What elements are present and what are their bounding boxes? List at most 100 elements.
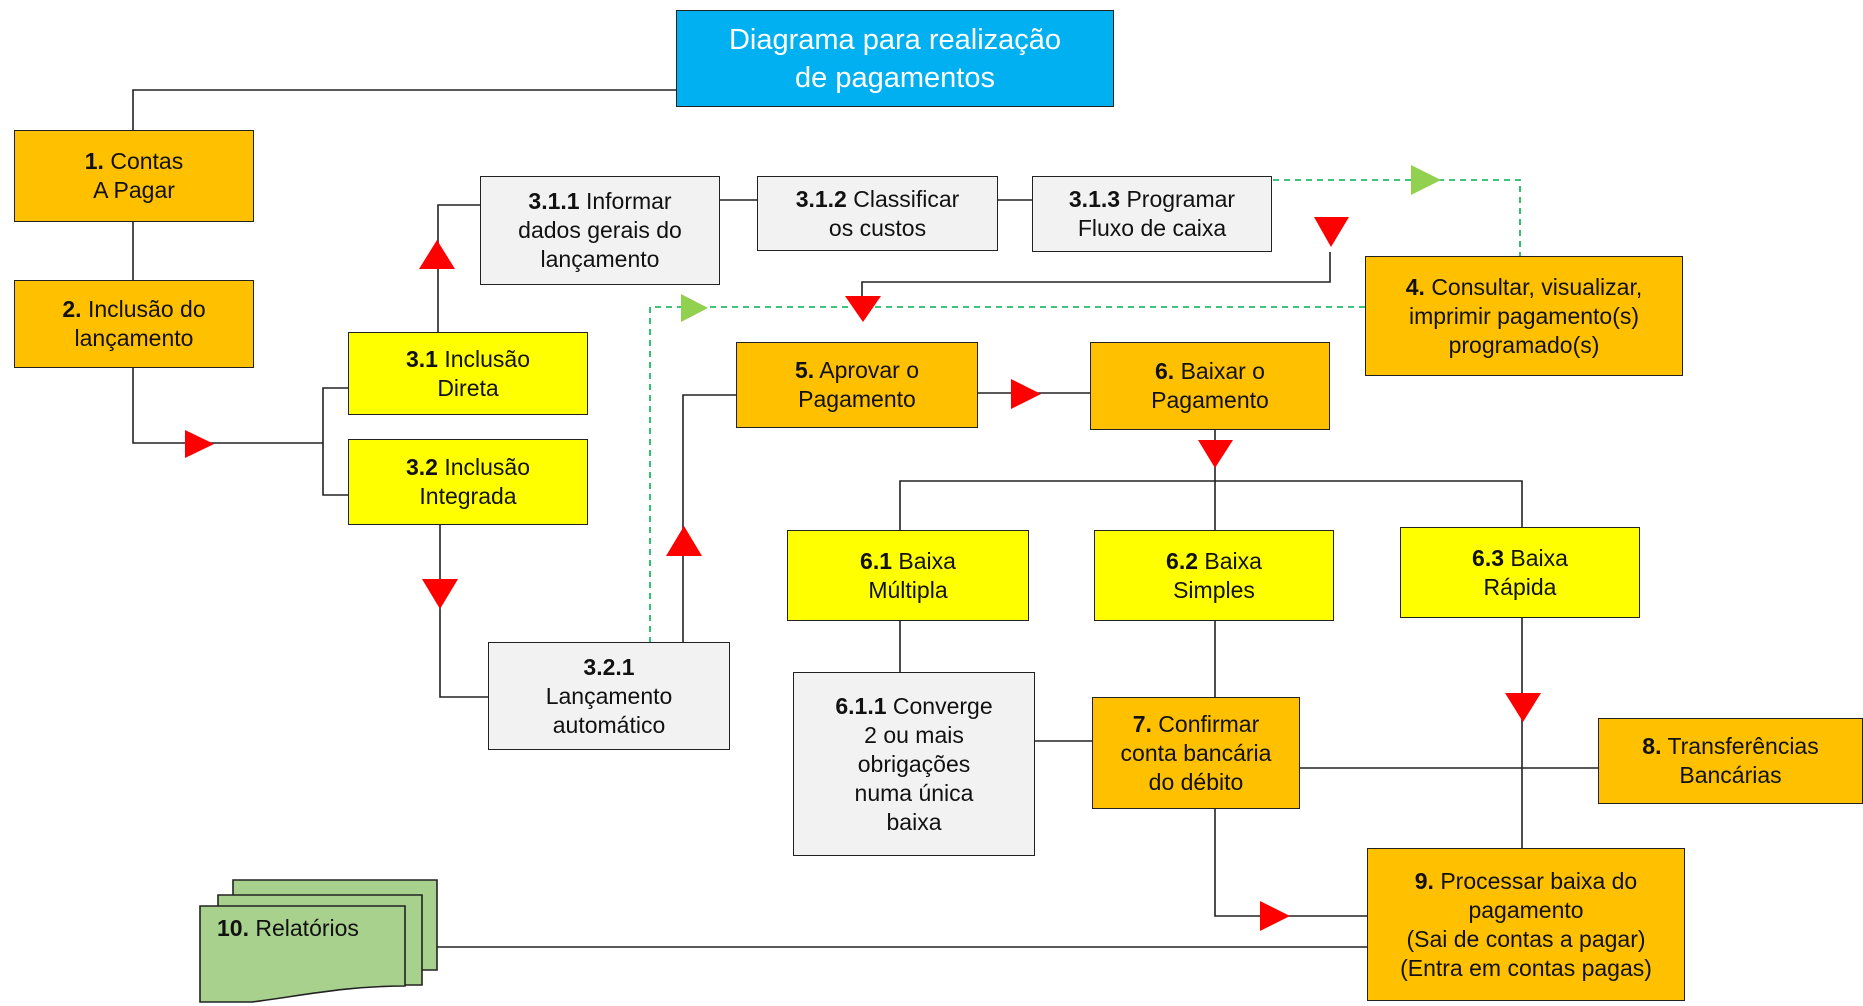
step-text: Processar baixa do [1440, 867, 1638, 894]
step-number: 5. [794, 357, 815, 383]
step-text: Programar [1126, 186, 1236, 212]
step-6-3-baixa-rapida: 6.3 Baixa Rápida [1400, 527, 1640, 618]
step-text-line3: (Sai de contas a pagar) [1406, 925, 1646, 952]
connector-32-to-321 [439, 525, 488, 698]
arrow-321-up [666, 526, 702, 556]
step-text: Relatórios [255, 915, 359, 941]
step-text-line3: lançamento [540, 246, 660, 272]
step-text-line3: obrigações [857, 750, 971, 777]
step-text-line2: A Pagar [93, 177, 175, 203]
step-9-processar-baixa: 9. Processar baixa do pagamento (Sai de … [1367, 848, 1685, 1001]
step-text: Baixa [898, 547, 956, 574]
step-text-line5: baixa [886, 808, 942, 835]
step-text-line2: dados gerais do [518, 217, 682, 243]
step-number: 3.1.2 [795, 185, 847, 212]
step-2-inclusao-do-lancamento: 2. Inclusão do lançamento [14, 280, 254, 368]
step-text-line2: Integrada [419, 483, 517, 509]
step-text: Baixa [1510, 544, 1568, 571]
connector-31-to-311 [437, 204, 480, 332]
step-text-line2: lançamento [74, 325, 194, 351]
arrow-313-down [1314, 217, 1349, 247]
dashed-4-to-321 [649, 306, 1365, 642]
step-text-line2: imprimir pagamento(s) [1408, 302, 1640, 329]
step-text-line2: Lançamento [545, 682, 673, 709]
step-text: Aprovar o [819, 357, 920, 383]
arrow-2-to-3 [185, 430, 214, 458]
step-number: 4. [1405, 273, 1425, 300]
step-number: 6.1 [860, 547, 893, 574]
step-text-line4: numa única [854, 779, 974, 806]
connector-313-to-5 [861, 252, 1331, 303]
arrow-7-to-9 [1260, 901, 1290, 931]
step-text-line3: programado(s) [1448, 331, 1600, 358]
step-3-1-inclusao-direta: 3.1 Inclusão Direta [348, 332, 588, 415]
step-text-line2: Bancárias [1679, 762, 1782, 788]
arrow-6-down [1198, 440, 1233, 468]
connector-title-to-1 [132, 89, 680, 130]
step-number: 2. [62, 296, 82, 322]
step-number: 6.2 [1166, 547, 1199, 574]
step-3-1-2-classificar-custos: 3.1.2 Classificar os custos [757, 176, 998, 251]
step-text-line2: 2 ou mais [864, 721, 964, 748]
step-text: Informar [585, 188, 672, 214]
step-text: Inclusão do [87, 296, 206, 322]
step-text: Baixar o [1180, 358, 1265, 384]
step-3-1-1-informar-dados-gerais: 3.1.1 Informar dados gerais do lançament… [480, 176, 720, 285]
connector-7-to-9 [1214, 809, 1367, 917]
step-number: 3.1.1 [528, 188, 580, 214]
step-number: 7. [1132, 710, 1152, 737]
step-number: 10. [217, 915, 249, 941]
bracket-3 [322, 387, 348, 496]
step-text-line2: Simples [1173, 576, 1255, 603]
step-text: Baixa [1204, 547, 1262, 574]
step-text-line2: Pagamento [798, 386, 916, 412]
step-10-relatorios: 10. Relatórios [217, 915, 359, 942]
step-6-2-baixa-simples: 6.2 Baixa Simples [1094, 530, 1334, 621]
arrow-63-down [1505, 693, 1541, 722]
step-text-line2: conta bancária [1120, 739, 1272, 766]
step-text-line2: Direta [437, 374, 499, 401]
arrow-31-up [419, 240, 455, 269]
step-number: 3.2.1 [583, 653, 635, 680]
step-3-2-inclusao-integrada: 3.2 Inclusão Integrada [348, 439, 588, 525]
step-text-line3: do débito [1148, 768, 1244, 795]
step-text-line2: os custos [828, 214, 927, 241]
arrow-32-down [422, 579, 458, 609]
step-text: Classificar [853, 185, 960, 212]
step-3-1-3-programar-fluxo-de-caixa: 3.1.3 Programar Fluxo de caixa [1032, 176, 1272, 252]
step-3-2-1-lancamento-automatico: 3.2.1 Lançamento automático [488, 642, 730, 750]
step-text: Contas [110, 148, 184, 174]
step-number: 3.1.3 [1068, 186, 1121, 212]
branch-6 [899, 480, 1523, 530]
step-number: 9. [1414, 867, 1434, 894]
arrow-green-to-5 [681, 294, 708, 322]
step-number: 3.2 [405, 454, 438, 480]
step-text-line3: automático [552, 711, 666, 738]
title-line-2: de pagamentos [795, 61, 995, 94]
step-text-line2: Rápida [1483, 573, 1557, 600]
step-number: 1. [84, 148, 104, 174]
step-number: 8. [1642, 733, 1662, 759]
dashed-313-to-4 [1273, 179, 1521, 256]
step-6-1-1-converge-obrigacoes: 6.1.1 Converge 2 ou mais obrigações numa… [793, 672, 1035, 856]
arrow-green-to-4 [1411, 165, 1441, 195]
step-number: 3.1 [405, 345, 438, 372]
step-8-transferencias-bancarias: 8. Transferências Bancárias [1598, 718, 1863, 804]
report-document-stack [199, 879, 438, 1003]
step-text: Transferências [1667, 733, 1819, 759]
step-text: Converge [892, 692, 993, 719]
arrow-5-to-6 [1011, 379, 1041, 409]
step-text-line2: Múltipla [868, 576, 948, 603]
step-text-line2: Pagamento [1151, 387, 1269, 413]
diagram-title: Diagrama para realização de pagamentos [676, 10, 1114, 107]
connector-321-to-5 [682, 394, 736, 642]
step-number: 6. [1155, 358, 1175, 384]
step-6-baixar-pagamento: 6. Baixar o Pagamento [1090, 342, 1330, 430]
step-text-line2: pagamento [1468, 896, 1584, 923]
step-5-aprovar-pagamento: 5. Aprovar o Pagamento [736, 342, 978, 428]
step-7-confirmar-conta-bancaria: 7. Confirmar conta bancária do débito [1092, 697, 1300, 809]
step-1-contas-a-pagar: 1. Contas A Pagar [14, 130, 254, 222]
connector-2-to-3 [132, 368, 323, 444]
